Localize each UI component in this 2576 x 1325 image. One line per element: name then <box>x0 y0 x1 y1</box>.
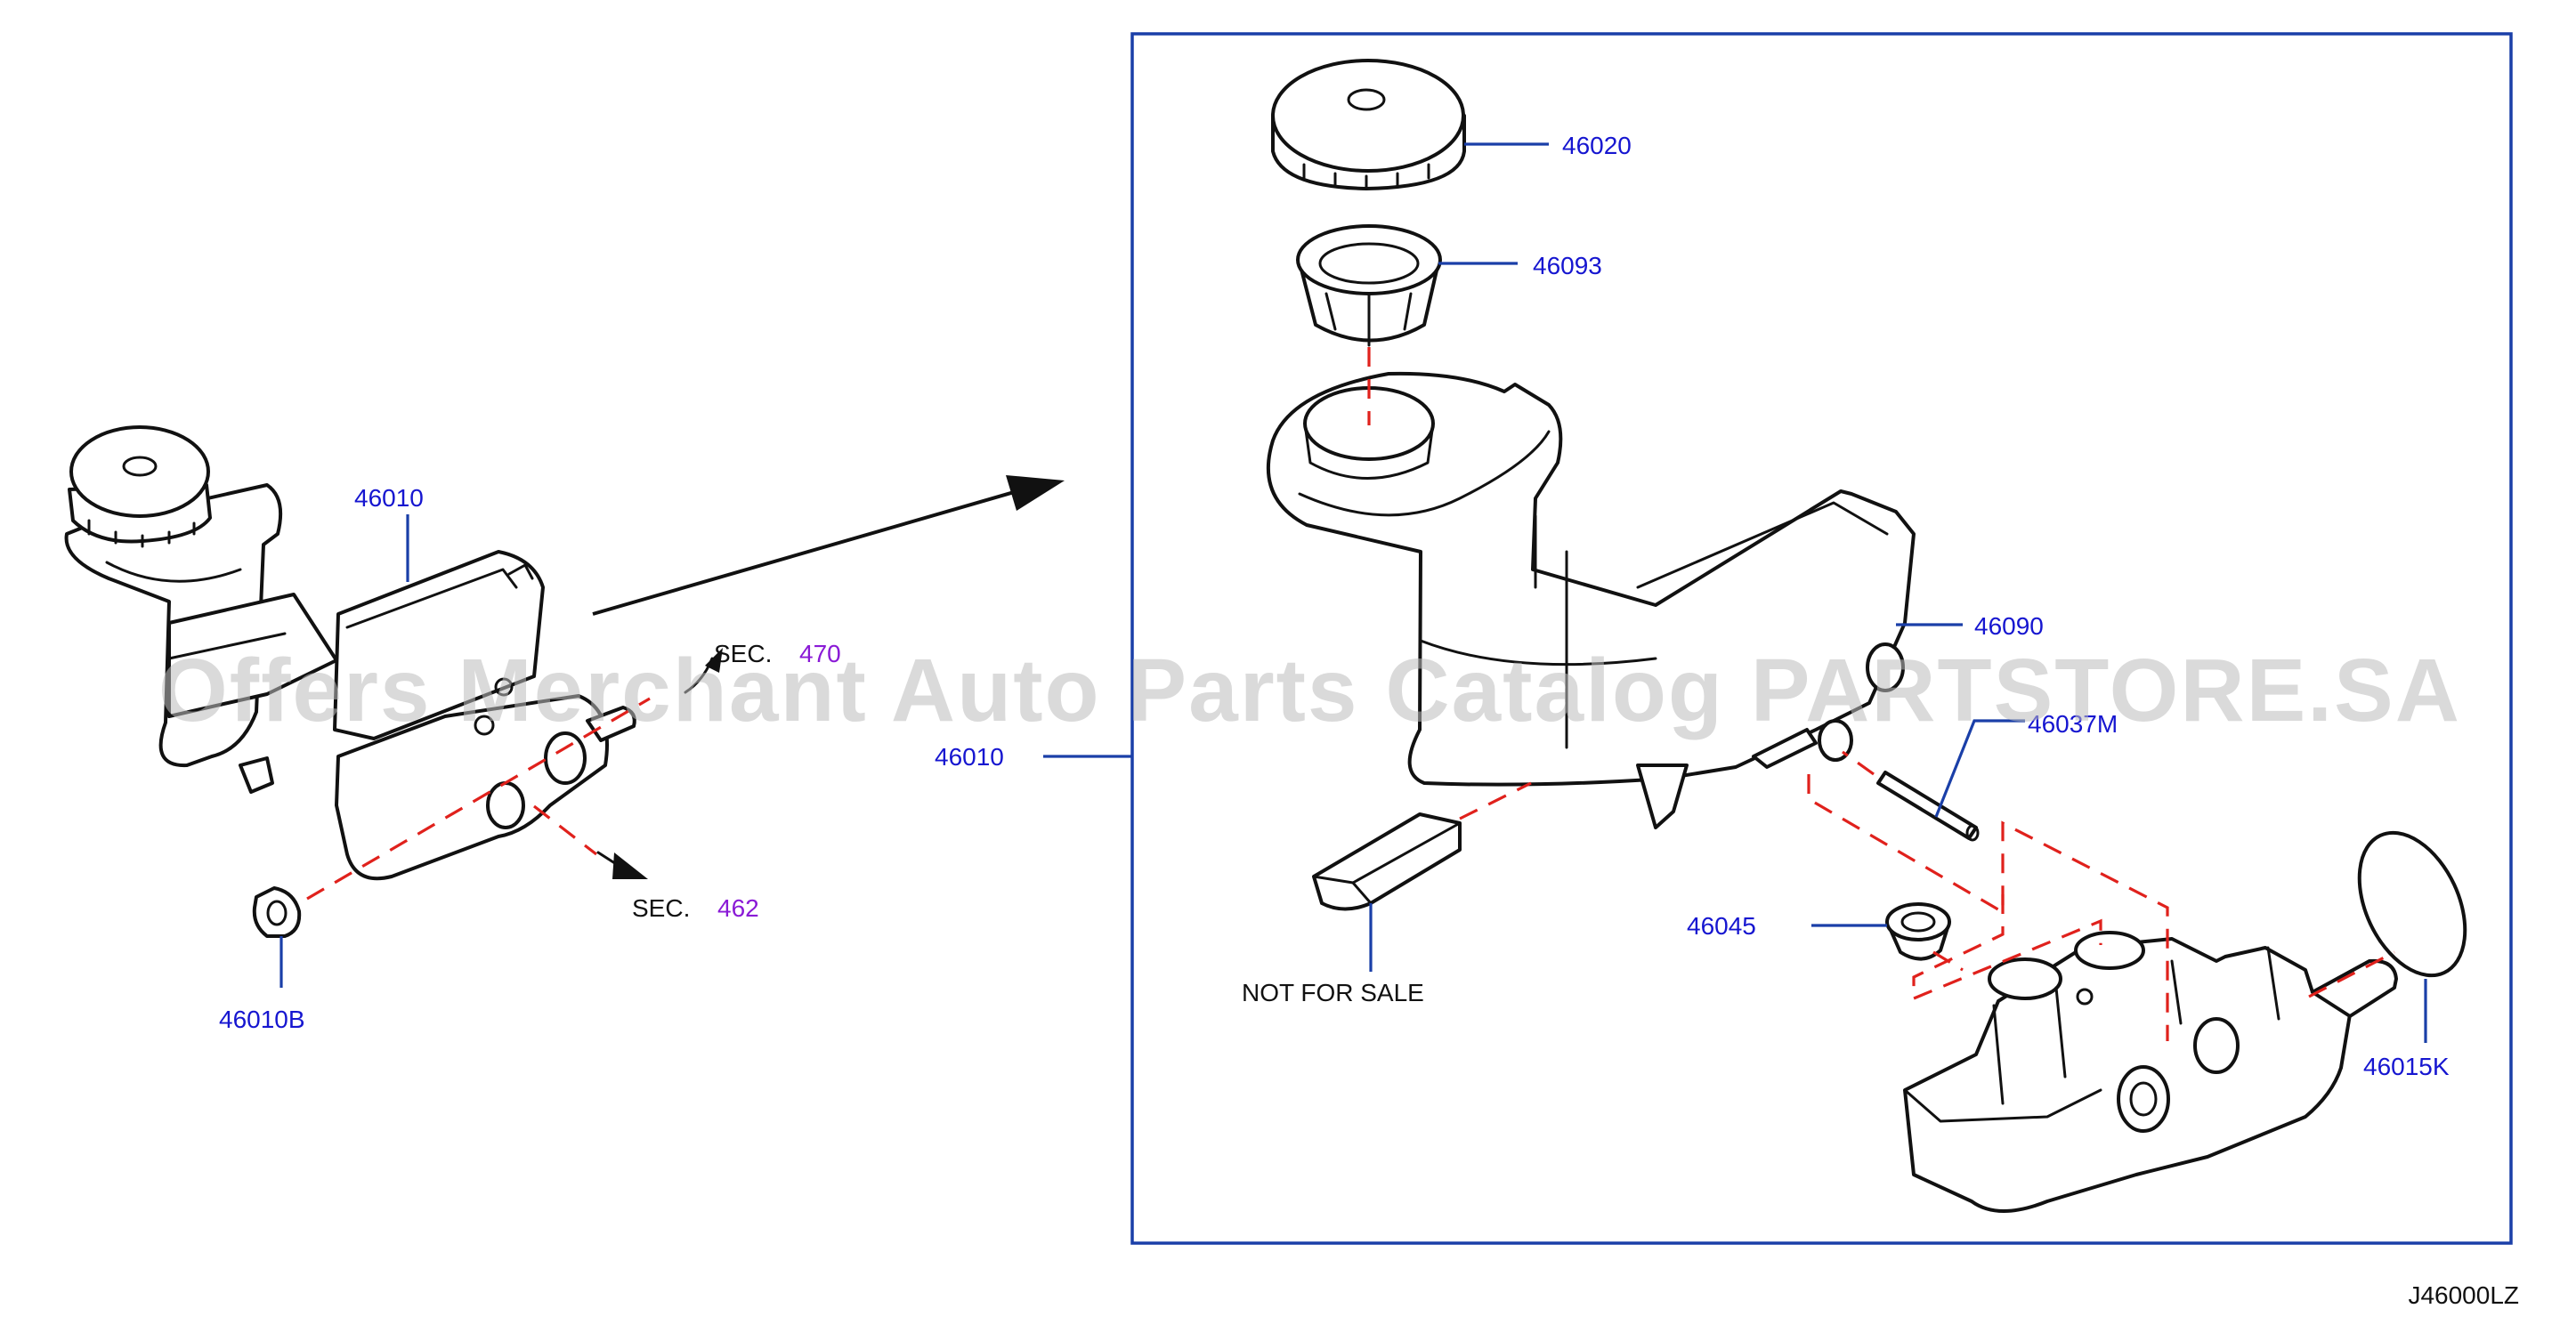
label-46037M: 46037M <box>2028 710 2118 738</box>
label-46010B: 46010B <box>219 1006 305 1033</box>
strainer-46093 <box>1296 224 1518 347</box>
label-46010-left: 46010 <box>354 484 424 512</box>
drawing-code: J46000LZ <box>2408 1281 2519 1309</box>
sec-label-462: SEC. <box>632 894 690 922</box>
label-46090: 46090 <box>1974 612 2044 640</box>
label-46015K: 46015K <box>2363 1053 2450 1080</box>
master-cylinder-body <box>1903 931 2398 1213</box>
detail-frame <box>1130 32 2513 1245</box>
left-assembly <box>64 425 1065 988</box>
pin-46037M <box>1876 719 2025 842</box>
label-46045: 46045 <box>1687 912 1756 940</box>
o-ring-46015K <box>2357 830 2467 1043</box>
label-46093: 46093 <box>1533 252 1602 279</box>
reservoir-cap-46020 <box>1271 59 1549 190</box>
label-46010-detail: 46010 <box>935 743 1004 771</box>
label-not-for-sale: NOT FOR SALE <box>1242 979 1424 1006</box>
label-46020: 46020 <box>1562 132 1632 159</box>
watermark: Offers Merchant Auto Parts Catalog PARTS… <box>158 641 2461 740</box>
reservoir-body-46090 <box>1266 371 1963 829</box>
assembly-lines <box>1367 347 2395 1041</box>
sec-number-462: 462 <box>717 894 759 922</box>
seal-46045 <box>1811 902 1951 961</box>
not-for-sale-part <box>1312 812 1462 972</box>
sec-label-470: SEC. <box>714 640 772 667</box>
sec-number-470: 470 <box>799 640 841 667</box>
